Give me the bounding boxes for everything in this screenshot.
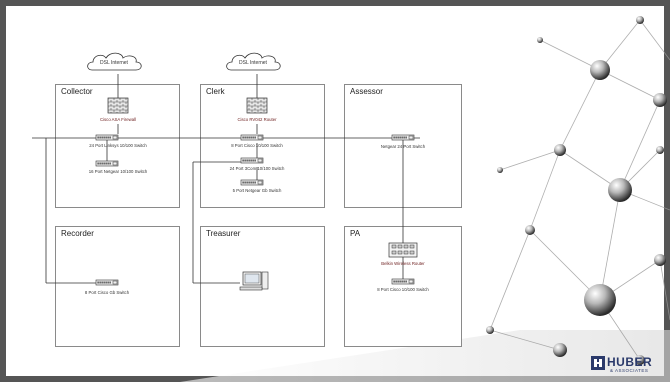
device-label: 8 Port Cisco Gb Switch — [84, 290, 130, 295]
cloud-clerk — [226, 52, 281, 71]
device-label: Cisco RV042 Router — [237, 117, 277, 122]
office-title: Treasurer — [206, 229, 241, 238]
device-label: Belkin Wireless Router — [381, 261, 425, 266]
office-title: Clerk — [206, 87, 225, 96]
logo-name: HUBER — [607, 355, 653, 369]
office-recorder: Recorder — [55, 226, 180, 347]
device-label: Netgear 24 Port Switch — [380, 144, 426, 149]
office-title: Collector — [61, 87, 93, 96]
device-label: 8 Port Cisco 10/100 Switch — [377, 287, 429, 292]
clerk-router-icon — [246, 97, 268, 114]
office-title: Assessor — [350, 87, 383, 96]
treasurer-pc-icon — [239, 271, 269, 291]
office-title: Recorder — [61, 229, 94, 238]
collector-firewall-icon — [107, 97, 129, 114]
device-label: Cisco ASA Firewall — [99, 117, 137, 122]
cloud-label: DSL Internet — [239, 60, 267, 66]
device-label: 5 Port Netgear Gb Switch — [232, 188, 282, 193]
logo-subtitle: & ASSOCIATES — [610, 368, 649, 373]
device-label: 24 Port 3Com 10/100 Switch — [229, 166, 285, 171]
device-label: 8 Port Cisco 10/100 Switch — [231, 143, 283, 148]
device-label: 24 Port Linksys 10/100 Switch — [89, 143, 147, 148]
cloud-collector — [87, 52, 142, 71]
office-title: PA — [350, 229, 361, 238]
device-label: 16 Port Netgear 10/100 Switch — [88, 169, 148, 174]
cloud-label: DSL Internet — [100, 60, 128, 66]
